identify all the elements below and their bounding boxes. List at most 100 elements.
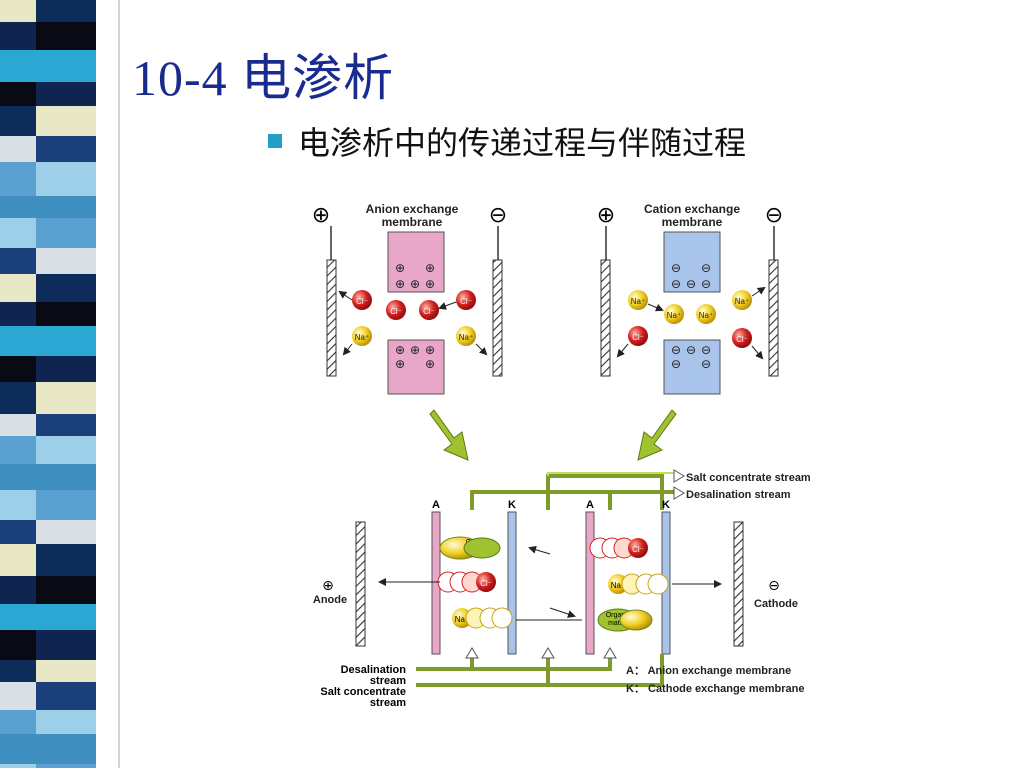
svg-text:Cl⁻: Cl⁻ xyxy=(356,297,368,306)
strip-block xyxy=(0,436,36,464)
cation-membrane-bottom xyxy=(663,339,721,395)
anion-membrane-top xyxy=(387,231,445,293)
svg-text:Cl⁻: Cl⁻ xyxy=(480,579,492,588)
svg-text:Na⁺: Na⁺ xyxy=(699,311,713,320)
strip-block xyxy=(36,274,96,302)
strip-block xyxy=(36,162,96,196)
strip-block xyxy=(0,326,36,356)
strip-block xyxy=(0,196,36,218)
strip-block xyxy=(36,576,96,604)
svg-text:Cl⁻: Cl⁻ xyxy=(632,333,644,342)
strip-block xyxy=(36,544,96,576)
strip-block xyxy=(0,382,36,414)
strip-block xyxy=(36,82,96,106)
cation-left-electrode xyxy=(600,259,611,377)
svg-text:⊕: ⊕ xyxy=(410,277,420,291)
strip-block xyxy=(36,302,96,326)
strip-block xyxy=(0,0,36,22)
svg-text:⊕: ⊕ xyxy=(425,261,435,275)
strip-block xyxy=(36,218,96,248)
strip-block xyxy=(36,710,96,734)
bullet-square-icon xyxy=(268,134,282,148)
strip-block xyxy=(36,490,96,520)
anion-left-electrode xyxy=(326,259,337,377)
svg-text:Na⁺: Na⁺ xyxy=(667,311,681,320)
strip-block xyxy=(36,326,96,356)
cation-minus-sign: ⊖ xyxy=(765,202,783,227)
svg-text:⊖: ⊖ xyxy=(701,277,711,291)
strip-block xyxy=(0,50,36,82)
cation-membrane-top xyxy=(663,231,721,293)
stack-ions-right: Cl⁻ Na⁺ Organic matter xyxy=(516,537,722,632)
svg-text:Cl⁻: Cl⁻ xyxy=(423,307,435,316)
strip-block xyxy=(0,764,36,768)
strip-block xyxy=(36,196,96,218)
strip-block xyxy=(36,660,96,682)
svg-text:⊖: ⊖ xyxy=(671,343,681,357)
anode-label: Anode xyxy=(313,594,347,606)
strip-block xyxy=(0,576,36,604)
svg-text:A: A xyxy=(586,499,594,511)
strip-block xyxy=(0,82,36,106)
svg-text:⊖: ⊖ xyxy=(671,357,681,371)
strip-block xyxy=(36,682,96,710)
svg-text:⊖: ⊖ xyxy=(671,277,681,291)
strip-block xyxy=(36,248,96,274)
strip-block xyxy=(36,22,96,50)
salt-concentrate-bottom-1: Salt concentrate xyxy=(320,686,406,698)
svg-text:Na⁺: Na⁺ xyxy=(455,615,469,624)
flow-arrows xyxy=(429,409,677,461)
anion-ions: Cl⁻ Cl⁻ Cl⁻ Cl⁻ Na⁺ Na⁺ xyxy=(338,290,488,356)
cathode-label: Cathode xyxy=(754,598,798,610)
svg-text:A: A xyxy=(432,499,440,511)
svg-text:Na⁺: Na⁺ xyxy=(355,333,369,342)
bottom-pipes xyxy=(416,654,664,687)
strip-block xyxy=(0,136,36,162)
cation-membrane-1 xyxy=(507,511,517,655)
strip-block xyxy=(0,302,36,326)
strip-block xyxy=(0,734,36,764)
svg-text:Cl⁻: Cl⁻ xyxy=(736,335,748,344)
cathode-minus-sign: ⊖ xyxy=(768,577,780,593)
salt-concentrate-bottom-2: stream xyxy=(370,697,406,709)
cation-exchange-panel: ⊕ ⊖ Cation exchange membrane ⊖ ⊖ ⊖ ⊖ ⊖ ⊖… xyxy=(597,202,783,395)
svg-text:⊕: ⊕ xyxy=(425,277,435,291)
cation-plus-sign: ⊕ xyxy=(597,202,615,227)
svg-text:K: K xyxy=(662,499,670,511)
electrodialysis-stack: Salt concentrate stream Desalination str… xyxy=(313,469,811,709)
svg-text:⊖: ⊖ xyxy=(701,357,711,371)
strip-block xyxy=(36,382,96,414)
strip-block xyxy=(0,356,36,382)
electrodialysis-diagram: ⊕ ⊖ Anion exchange membrane ⊕ ⊕ ⊕ ⊕ ⊕ ⊕ … xyxy=(312,202,811,709)
strip-block xyxy=(36,106,96,136)
desalination-stream-bottom-2: stream xyxy=(370,675,406,687)
svg-text:matter: matter xyxy=(608,620,629,627)
anode-plus-sign: ⊕ xyxy=(322,577,334,593)
svg-text:⊖: ⊖ xyxy=(686,277,696,291)
anion-plus-sign: ⊕ xyxy=(312,202,330,227)
strip-block xyxy=(0,710,36,734)
strip-block xyxy=(36,464,96,490)
svg-text:⊖: ⊖ xyxy=(686,343,696,357)
strip-block xyxy=(0,682,36,710)
svg-text:Na⁺: Na⁺ xyxy=(459,333,473,342)
desalination-stream-bottom-1: Desalination xyxy=(341,664,407,676)
strip-block xyxy=(36,50,96,82)
anion-right-electrode xyxy=(492,259,503,377)
bullet-text: 电渗析中的传递过程与伴随过程 xyxy=(298,124,747,162)
stack-ions-left: Organic matter Cl⁻ Na⁺ xyxy=(378,536,513,629)
strip-block xyxy=(36,520,96,544)
svg-text:Cl⁻: Cl⁻ xyxy=(460,297,472,306)
svg-text:⊖: ⊖ xyxy=(701,261,711,275)
anion-panel-title-2: membrane xyxy=(382,215,443,229)
strip-block xyxy=(36,734,96,764)
strip-block xyxy=(36,136,96,162)
svg-text:Organic: Organic xyxy=(606,612,631,619)
svg-text:Cl⁻: Cl⁻ xyxy=(632,545,644,554)
desalination-pipe xyxy=(470,490,612,510)
svg-text:⊕: ⊕ xyxy=(425,357,435,371)
svg-text:⊕: ⊕ xyxy=(395,343,405,357)
strip-block xyxy=(36,414,96,436)
legend-cathode-membrane: K： Cathode exchange membrane xyxy=(626,683,805,695)
svg-text:⊕: ⊕ xyxy=(410,343,420,357)
